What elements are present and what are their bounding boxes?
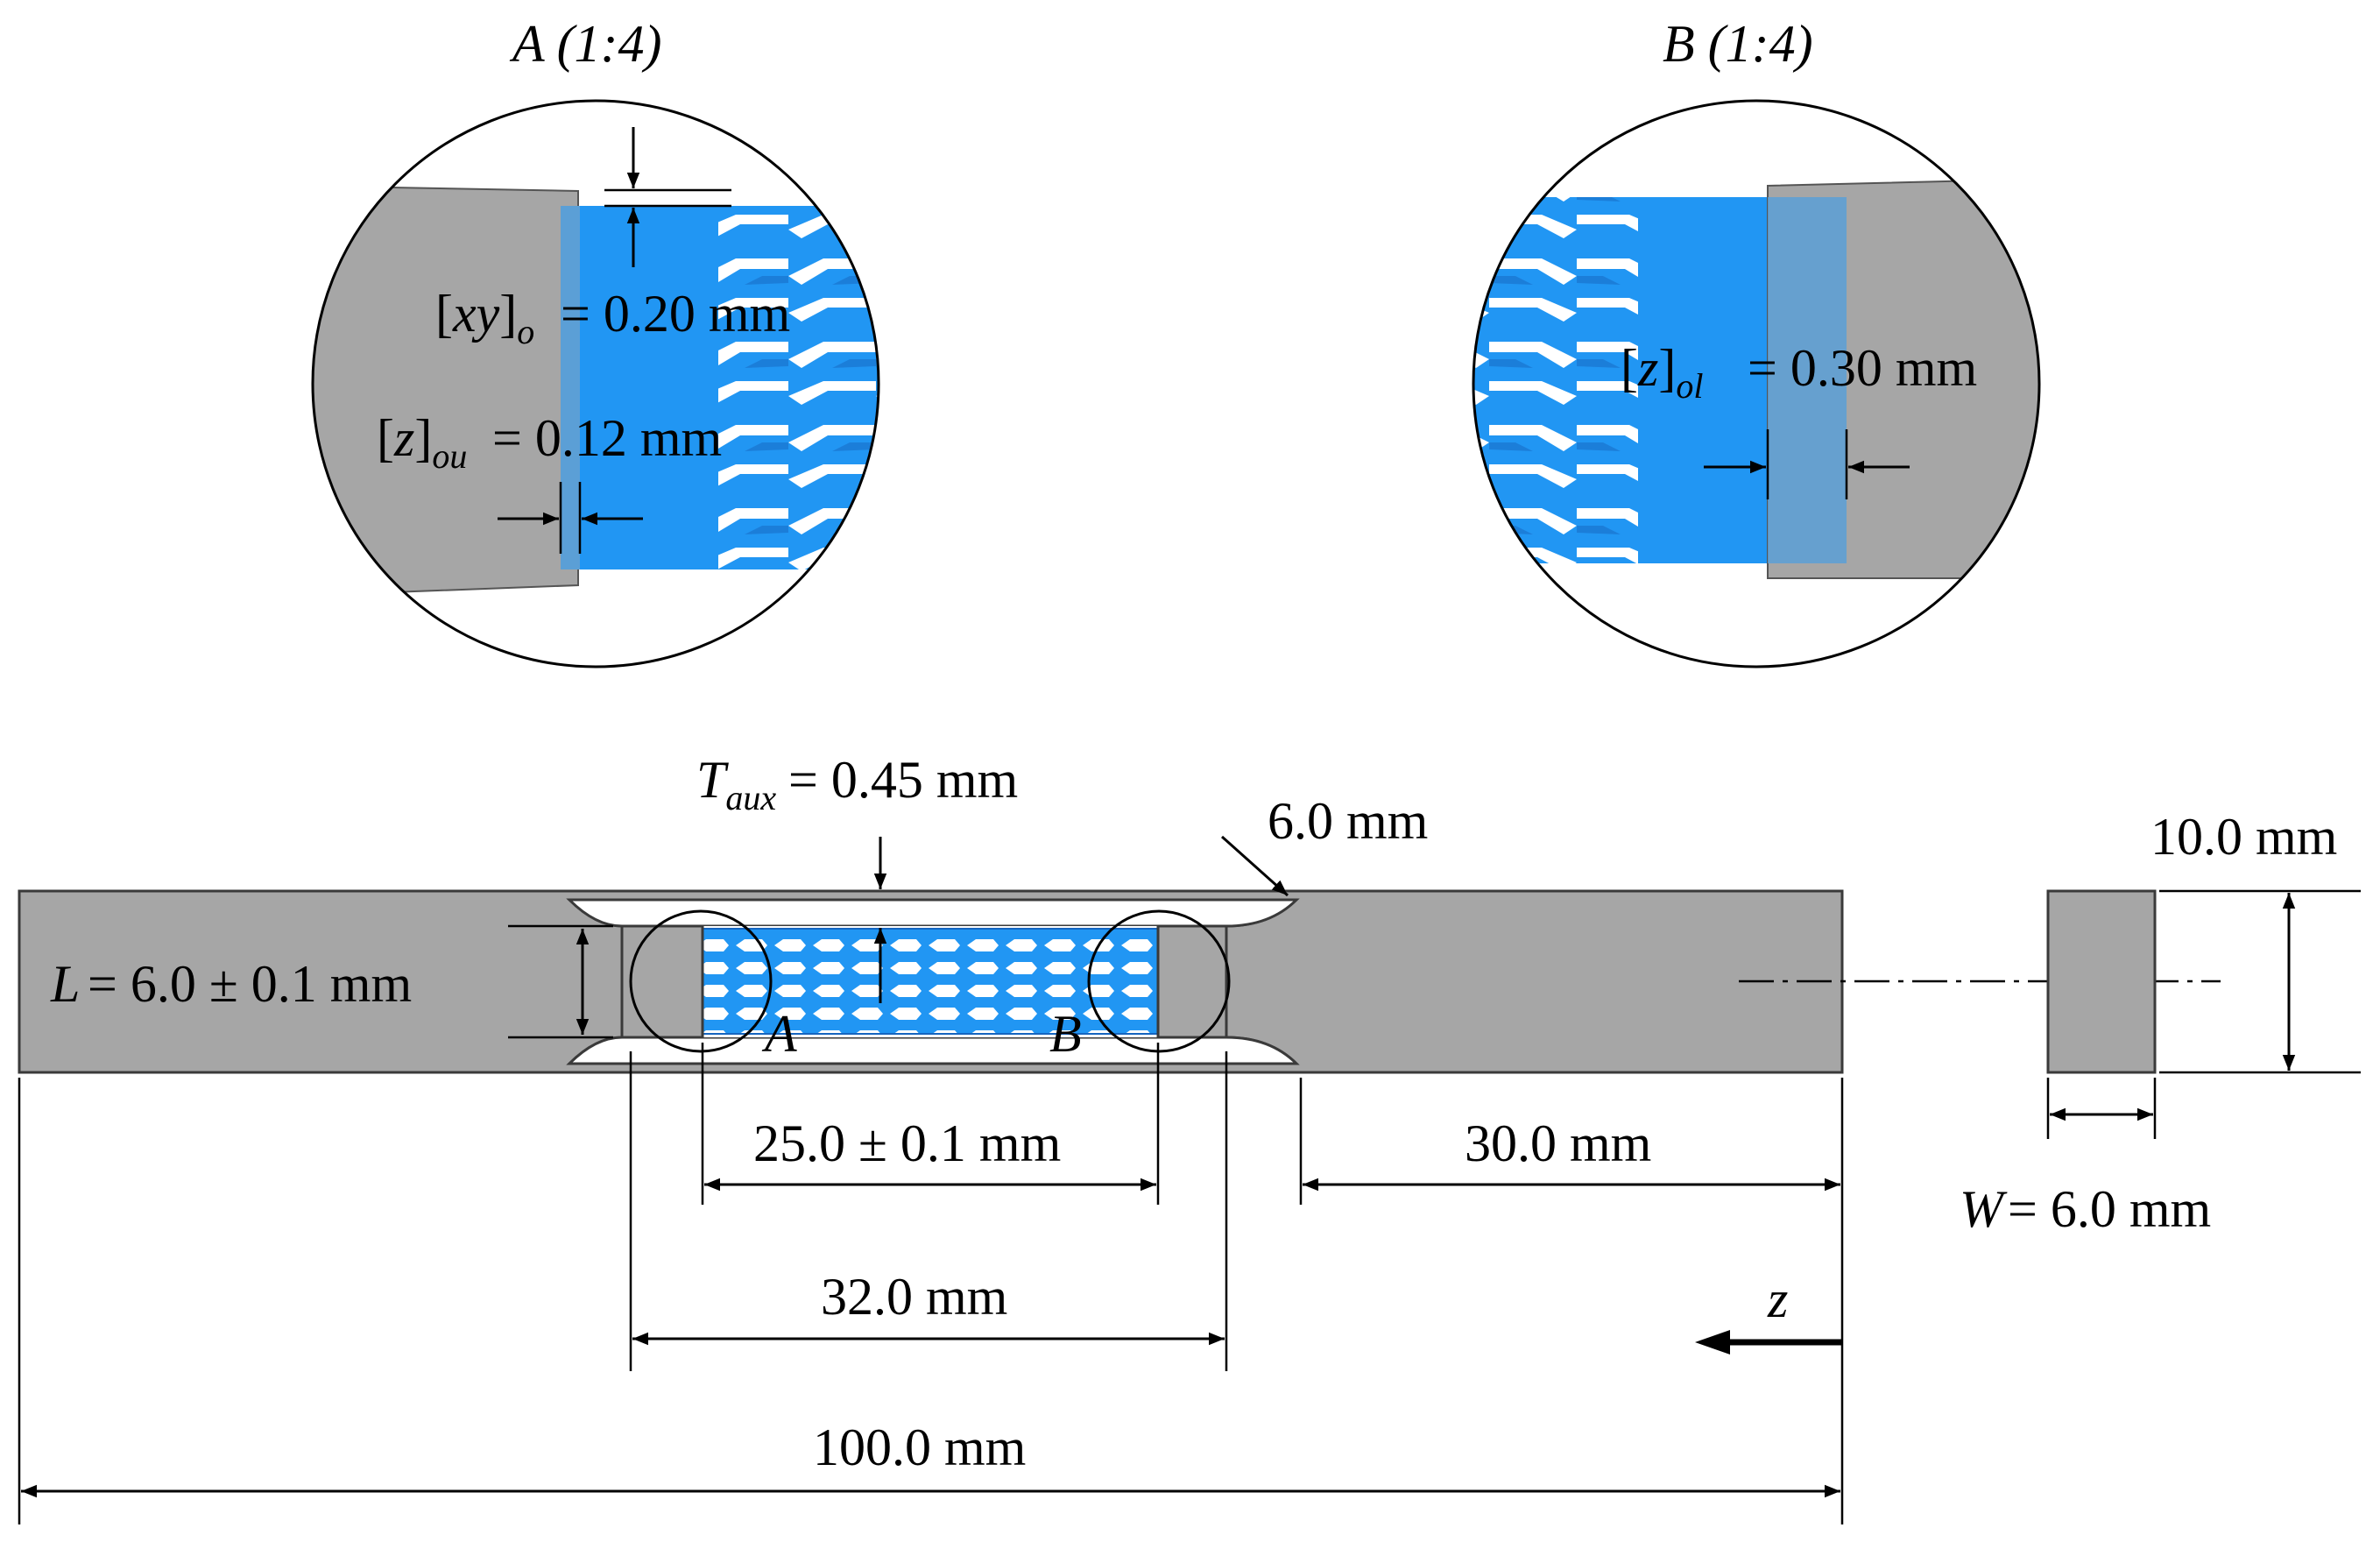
gauge-left-block bbox=[620, 924, 704, 1039]
marker-a-label: A bbox=[761, 1005, 797, 1063]
detail-a-overlap bbox=[561, 206, 580, 569]
z-axis-arrowhead bbox=[1695, 1330, 1730, 1355]
detail-b-lattice bbox=[1473, 197, 1647, 563]
marker-a-circle bbox=[629, 909, 773, 1053]
detail-a-z-label: [z]ou bbox=[377, 409, 467, 476]
detail-b: B (1:4) [z]ol = 0.30 mm bbox=[1472, 15, 2041, 668]
dim-30-label: 30.0 mm bbox=[1465, 1114, 1651, 1172]
detail-a-circle bbox=[311, 99, 880, 668]
detail-a-xy-label: [xy]o bbox=[435, 285, 534, 351]
detail-b-circle bbox=[1472, 99, 2041, 668]
t-aux-label: Taux bbox=[696, 751, 776, 817]
detail-b-overlap bbox=[1768, 197, 1847, 563]
cs-height-label: 10.0 mm bbox=[2150, 808, 2337, 866]
detail-b-title: B (1:4) bbox=[1663, 15, 1813, 73]
cs-width-w: W bbox=[1960, 1180, 2008, 1238]
t-aux-value: = 0.45 mm bbox=[788, 751, 1018, 809]
gauge-window-bottom bbox=[566, 1036, 1300, 1065]
specimen: A B Taux = 0.45 mm 6.0 mm L = 6.0 ± 0.1 … bbox=[18, 751, 2221, 1524]
radius-label: 6.0 mm bbox=[1268, 792, 1428, 850]
radius-leader bbox=[1221, 835, 1289, 897]
z-axis-label: z bbox=[1767, 1270, 1788, 1328]
detail-a-strut-solid bbox=[561, 206, 718, 569]
gauge-l-label: L bbox=[50, 955, 80, 1013]
cs-width-value: = 6.0 mm bbox=[2008, 1180, 2211, 1238]
detail-a-z-value: = 0.12 mm bbox=[492, 409, 722, 467]
dim-25-label: 25.0 ± 0.1 mm bbox=[753, 1114, 1061, 1172]
cross-section-rect bbox=[2046, 889, 2157, 1074]
cross-section: 10.0 mm W = 6.0 mm bbox=[1960, 808, 2361, 1238]
detail-a-grip bbox=[313, 184, 579, 598]
gauge-lattice bbox=[703, 929, 1158, 1034]
gauge-right-block bbox=[1156, 924, 1228, 1039]
detail-a-title: A (1:4) bbox=[509, 15, 662, 73]
gauge-window-top bbox=[566, 898, 1300, 928]
gauge-l-value: = 6.0 ± 0.1 mm bbox=[88, 955, 412, 1013]
dim-32-label: 32.0 mm bbox=[821, 1268, 1007, 1326]
dim-100-label: 100.0 mm bbox=[813, 1418, 1026, 1476]
detail-b-z-value: = 0.30 mm bbox=[1748, 339, 1977, 397]
marker-b-label: B bbox=[1049, 1005, 1082, 1063]
detail-a-xy-value: = 0.20 mm bbox=[561, 285, 790, 343]
detail-a: A (1:4) [xy]o = 0.20 mm [z]ou = 0.12 mm bbox=[311, 15, 880, 668]
